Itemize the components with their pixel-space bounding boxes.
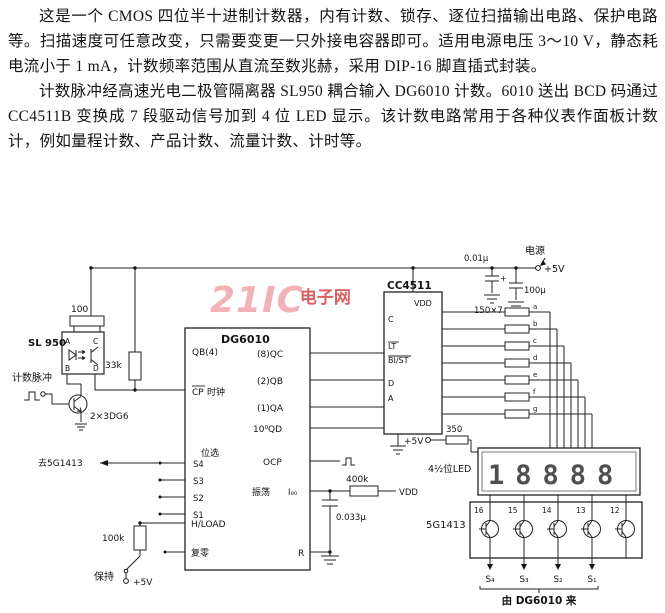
seg-e: e [533, 371, 537, 379]
c100-polarity: + [500, 274, 507, 283]
segment-resistor [504, 375, 530, 385]
terminals [40, 265, 541, 584]
dg6010-pin-qc: (8)QC [257, 350, 283, 360]
sl950-pin-c: C [93, 337, 98, 346]
segment-resistor [504, 341, 530, 351]
dg6010-pin-s2: S2 [193, 494, 204, 504]
5g1413-chip: 16 15 14 13 12 [469, 501, 643, 564]
seg-c: c [533, 337, 537, 345]
c0033-label: 0.033μ [336, 513, 366, 523]
r150x7-label: 150×7 [474, 306, 503, 316]
cc4511-pin-lt: LT [388, 342, 396, 351]
sl950-optocoupler: A C B D SL 950 [28, 331, 105, 375]
segment-resistor [504, 358, 530, 368]
seg-b: b [533, 320, 538, 328]
from-dg6010-label: 由 DG6010 来 [502, 594, 577, 607]
hold-label: 保持 [94, 570, 114, 583]
cc4511-pin-vdd: VDD [414, 299, 432, 308]
dg6010-pin-i90: I₉₀ [288, 488, 298, 498]
dg6010-pin-s4: S4 [193, 460, 204, 470]
segment-resistor [504, 392, 530, 402]
power-label: 电源 [525, 244, 545, 257]
5g1413-pin-12: 12 [610, 506, 620, 515]
dg6010-bitsel: 位选 [201, 447, 219, 459]
s4-label: S₄ [485, 575, 495, 585]
dg6010-title: DG6010 [221, 333, 270, 346]
5g1413-pin-15: 15 [508, 506, 518, 515]
segment-resistor [504, 324, 530, 334]
c001-label: 0.01μ [464, 254, 489, 264]
dg6010-pin-hload: H/LOAD [191, 520, 226, 530]
resistor-100 [69, 315, 105, 327]
dg6010-pin-ocp: OCP [263, 458, 282, 468]
input-transistor [68, 394, 88, 414]
dg6010-pin-s3: S3 [193, 477, 204, 487]
s3-label: S₃ [519, 575, 529, 585]
seg-d: d [533, 354, 537, 362]
dg6010-pin-reset: 复零 [191, 547, 209, 559]
dg6010-pin-qb4: QB(4) [192, 348, 218, 358]
r100k-label: 100k [102, 534, 125, 544]
document-text: 这是一个 CMOS 四位半十进制计数器，内有计数、锁存、逐位扫描输出电路、保护电… [8, 4, 658, 154]
cc4511-pin-a: A [388, 394, 394, 403]
count-pulse-label: 计数脉冲 [12, 371, 52, 384]
5g1413-pin-16: 16 [474, 506, 484, 515]
dg6010-pin-qd: 10⁰QD [253, 425, 282, 435]
sl950-pin-d: D [93, 364, 99, 373]
r100-label: 100 [71, 305, 88, 315]
led-digits: 18888 [488, 460, 624, 491]
dg6010-pin-osc: 振荡 [252, 486, 270, 498]
led-display: 18888 [477, 447, 641, 496]
wire-network [24, 257, 627, 593]
seg-a: a [533, 303, 537, 311]
dg6010-pin-qb: (2)QB [257, 377, 283, 387]
to-5g1413-label: 去5G1413 [38, 457, 83, 469]
cc4511-title: CC4511 [387, 280, 432, 292]
arrowheads [100, 260, 595, 570]
r33k-label: 33k [105, 361, 122, 371]
5g1413-pin-13: 13 [576, 506, 586, 515]
segment-resistor [504, 409, 530, 419]
dg6010-pin-cp-name: 时钟 [207, 386, 225, 398]
r400k-label: 400k [346, 475, 369, 485]
5g1413-label: 5G1413 [426, 520, 466, 531]
scan-line-labels: S₄ S₃ S₂ S₁ 由 DG6010 来 [485, 575, 597, 607]
segment-resistor [504, 307, 530, 317]
v5-rail-label: +5V [544, 264, 565, 275]
resistor-33k [128, 351, 142, 381]
segment-letters: a b c d e f g [533, 303, 538, 413]
cc4511-pin-bist: BI/ST [388, 356, 409, 365]
sl950-pin-a: A [65, 337, 71, 346]
v5-digit-label: +5V [404, 437, 424, 447]
r350-label: 350 [446, 425, 462, 435]
vdd-label: VDD [399, 488, 418, 498]
cc4511-pin-d: D [388, 379, 394, 388]
cc4511-chip: CC4511 VDD C LT BI/ST D A [383, 280, 443, 435]
cc4511-pin-c: C [388, 315, 394, 324]
seg-f: f [533, 388, 536, 396]
dg6010-chip: DG6010 QB(4) CP 时钟 位选 S4 S3 S2 S1 H/LOAD… [184, 327, 311, 571]
resistors [69, 307, 530, 551]
paragraph-2: 计数脉冲经高速光电二极管隔离器 SL950 耦合输入 DG6010 计数。601… [8, 83, 658, 150]
resistor-400k [349, 485, 379, 497]
s2-label: S₂ [553, 575, 563, 585]
dg6010-pin-s1: S1 [193, 511, 204, 521]
5g1413-pin-14: 14 [542, 506, 552, 515]
sl950-label: SL 950 [28, 338, 66, 349]
c100-label: 100μ [524, 286, 546, 296]
junction-dots [89, 266, 518, 554]
dg6010-pin-cp: CP [192, 388, 204, 398]
resistor-100k [133, 525, 147, 551]
paragraph-1: 这是一个 CMOS 四位半十进制计数器，内有计数、锁存、逐位扫描输出电路、保护电… [8, 8, 658, 75]
dg6010-pin-qa: (1)QA [257, 404, 284, 414]
seg-g: g [533, 405, 537, 413]
input-transistor-label: 2×3DG6 [90, 412, 129, 422]
sl950-pin-b: B [65, 364, 70, 373]
s1-label: S₁ [587, 575, 597, 585]
v5-hold-label: +5V [133, 578, 153, 588]
led-label: 4½位LED [428, 463, 471, 475]
resistor-350 [445, 435, 469, 445]
dg6010-pin-r: R [298, 549, 304, 559]
